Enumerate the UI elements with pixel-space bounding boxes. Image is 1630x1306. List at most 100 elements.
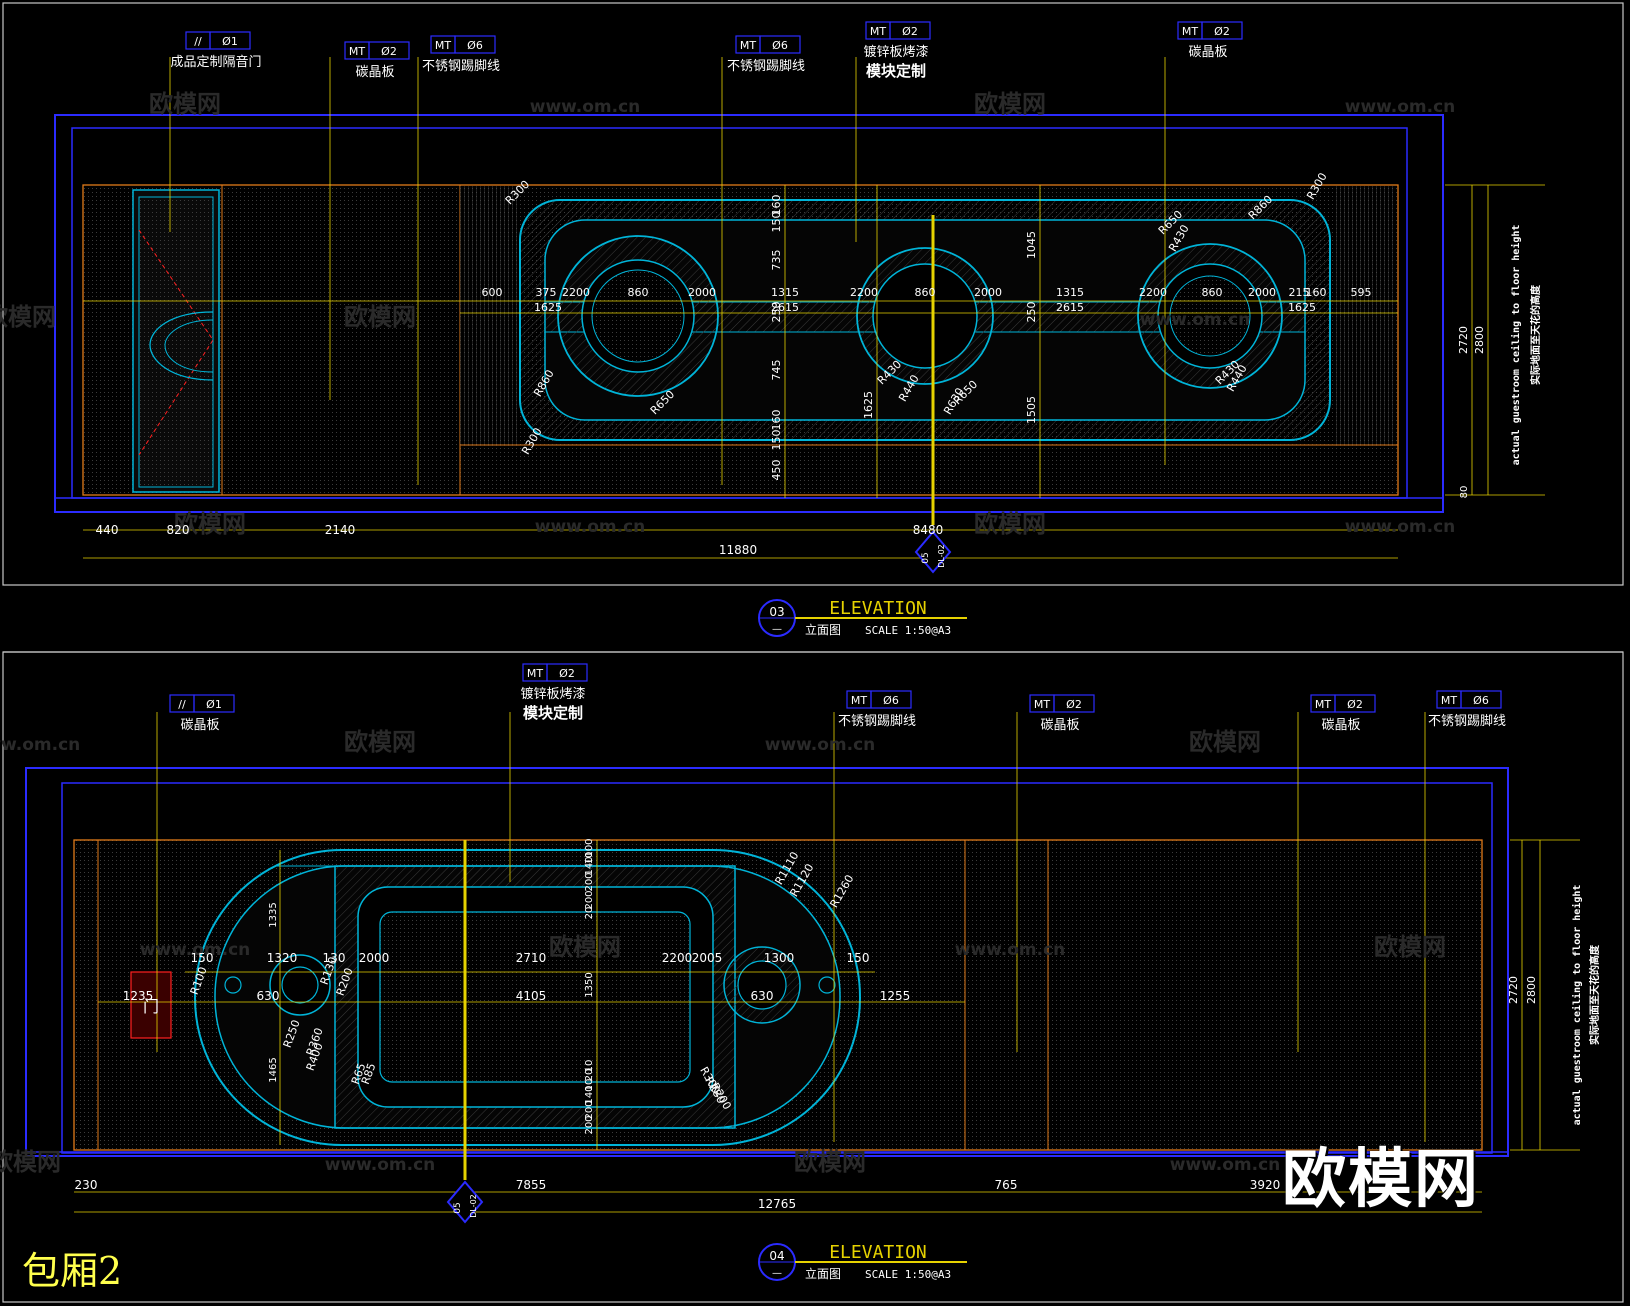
bottom-dim-v: 140: [584, 856, 595, 875]
bottom-dim-v: 10: [584, 1079, 595, 1092]
top-height-dim: 80: [1459, 486, 1470, 499]
top-dim-h: 1625: [534, 301, 562, 314]
bottom-height-note-en: actual guestroom ceiling to floor height: [1571, 885, 1583, 1126]
watermark-text: www.om.cn: [0, 735, 80, 755]
bottom-dim-v: 100: [584, 838, 595, 857]
bottom-callout-code-box: [193, 694, 235, 713]
bottom-callout-code: Ø6: [1473, 694, 1489, 707]
bottom-height-note-cn: 实际地面至天花的高度: [1588, 944, 1601, 1045]
bottom-dim-h: 150: [191, 951, 214, 965]
brand-watermark: 欧模网: [1282, 1143, 1480, 1217]
top-callout-tag: MT: [435, 39, 451, 52]
top-callout-code-box: [209, 31, 251, 50]
top-callout-code: Ø2: [1214, 25, 1230, 38]
callout-leaders-top: [169, 57, 1166, 485]
bottom-total-dim: 12765: [758, 1197, 796, 1211]
bottom-callout-code-box: [1460, 690, 1502, 709]
bottom-dim-v: 10: [584, 852, 595, 865]
bottom-callout-tag: MT: [1315, 698, 1331, 711]
top-callout-tag: MT: [740, 39, 756, 52]
bottom-subtitle: 立面图: [805, 1266, 841, 1281]
top-scale: SCALE 1:50@A3: [865, 624, 951, 637]
center-panel-inner: [379, 911, 691, 1083]
bottom-dim-v: 20: [584, 907, 595, 920]
bottom-title-subnumber: —: [772, 1268, 782, 1279]
bottom-bottom-dim: 3920: [1250, 1178, 1281, 1192]
top-bottom-dim: 820: [167, 523, 190, 537]
bottom-dim-v: 200: [584, 872, 595, 891]
vertical-slats-right: [1335, 186, 1395, 446]
watermark-text: 欧模网: [794, 1148, 866, 1176]
vertical-slats-left: [460, 186, 520, 446]
bottom-callout-code-box: [1334, 694, 1376, 713]
top-total-dim: 11880: [719, 543, 757, 557]
top-dim-h: 2200: [850, 286, 878, 299]
section-marker-bottom: [446, 1180, 484, 1224]
bottom-dim-v: 200: [584, 1115, 595, 1134]
bottom-callout-code: Ø2: [1066, 698, 1082, 711]
top-callout-code-box: [368, 41, 410, 60]
bottom-callout-code: Ø6: [883, 694, 899, 707]
top-dim-h: 595: [1351, 286, 1372, 299]
bottom-dim-v: 1465: [268, 1057, 279, 1082]
top-callout-text: 成品定制隔音门: [170, 54, 261, 70]
elevation-04: [25, 712, 1580, 1281]
top-title: ELEVATION: [829, 598, 927, 619]
top-dim-v: 745: [770, 360, 783, 381]
top-dim-h: 2000: [1248, 286, 1276, 299]
top-dim-h: 2000: [974, 286, 1002, 299]
top-dim-h: 2615: [1056, 301, 1084, 314]
ring-left: [557, 235, 719, 397]
watermark-text: 欧模网: [1189, 728, 1261, 756]
bottom-callout-code: Ø2: [559, 667, 575, 680]
bottom-callout-text: 碳晶板: [1040, 718, 1079, 733]
ring-right: [1137, 243, 1283, 389]
bottom-dim-v: 1335: [268, 902, 279, 927]
bottom-callout-text: 镀锌板烤漆: [520, 686, 585, 702]
bottom-dim-h: 4105: [516, 989, 547, 1003]
top-callout-text: 不锈钢踢脚线: [727, 58, 805, 74]
bottom-callout-text: 不锈钢踢脚线: [838, 713, 916, 729]
top-dim-h: 2200: [1139, 286, 1167, 299]
top-bottom-dim: 2140: [325, 523, 356, 537]
bottom-dim-h: 1300: [764, 951, 795, 965]
door-inner: [138, 196, 214, 488]
bottom-dim-v: 1350: [584, 972, 595, 997]
bottom-height-dim: 2800: [1525, 976, 1538, 1004]
watermark-text: www.om.cn: [955, 940, 1066, 960]
door-arc-2: [164, 319, 214, 373]
top-height-dim: 2720: [1457, 326, 1470, 354]
top-callout-code-box: [759, 35, 801, 54]
top-dim-h: 1315: [1056, 286, 1084, 299]
watermark-text: 欧模网: [174, 510, 246, 538]
bottom-dim-v: 10: [584, 1060, 595, 1073]
top-callout-code: Ø2: [902, 25, 918, 38]
bottom-dim-v: 200: [584, 1100, 595, 1119]
top-height-dim: 2800: [1473, 326, 1486, 354]
bottom-callout-code: Ø2: [1347, 698, 1363, 711]
wall-frame-inner: [61, 782, 1493, 1154]
top-height-note-en: actual guestroom ceiling to floor height: [1510, 225, 1522, 466]
wall-frame-outer: [54, 114, 1444, 513]
bottom-callout-tag: MT: [527, 667, 543, 680]
watermark-text: www.om.cn: [1345, 517, 1456, 537]
bottom-height-dim: 2720: [1507, 976, 1520, 1004]
door-marker: [130, 971, 172, 1039]
top-callout-code: Ø6: [772, 39, 788, 52]
bottom-dim-h: 130: [323, 951, 346, 965]
watermark-text: www.om.cn: [535, 517, 646, 537]
top-subtitle: 立面图: [805, 622, 841, 637]
top-title-subnumber: —: [772, 624, 782, 635]
bottom-section-sheet: DL-02: [469, 1194, 478, 1218]
top-dim-h: 860: [1202, 286, 1223, 299]
wall-frame-outer: [25, 767, 1509, 1157]
ring-center: [856, 247, 994, 385]
top-dim-h: 1625: [1288, 301, 1316, 314]
bottom-callout-text: 碳晶板: [1321, 718, 1360, 733]
door-swing: [138, 229, 214, 456]
bottom-dim-h: 2000: [359, 951, 390, 965]
watermark-text: 欧模网: [974, 510, 1046, 538]
bottom-callout-tag: //: [178, 698, 186, 711]
section-marker-top: [914, 530, 952, 574]
top-callout-tag: MT: [349, 45, 365, 58]
